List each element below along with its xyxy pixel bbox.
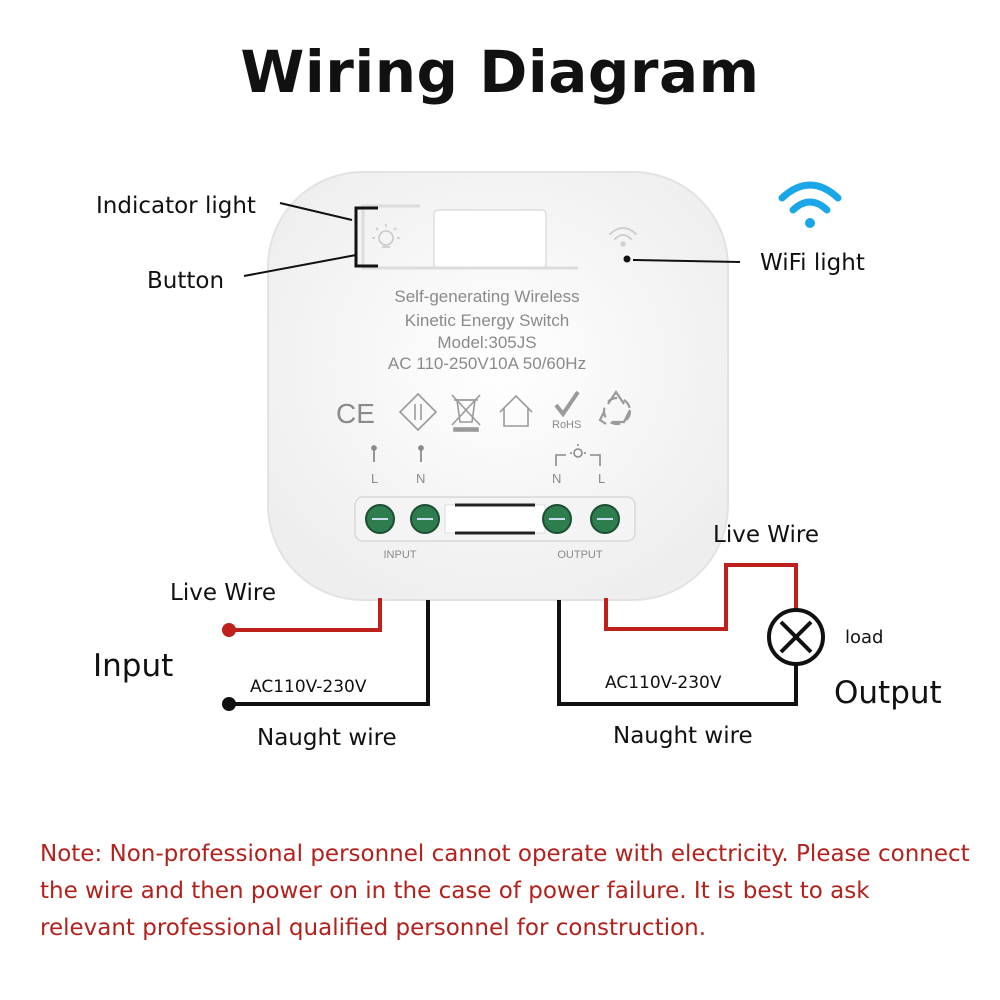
switch-device-body xyxy=(267,171,729,601)
output-live-wire xyxy=(604,563,798,631)
terminal-output-n-label: N xyxy=(552,471,561,486)
svg-text:RoHS: RoHS xyxy=(552,419,581,431)
input-label: Input xyxy=(93,648,173,684)
indicator-leader-line xyxy=(279,202,353,221)
output-neutral-wire xyxy=(557,600,798,706)
load-label: load xyxy=(845,627,883,648)
input-live-terminal-dot xyxy=(222,623,236,637)
button-leader-line xyxy=(243,254,357,277)
class2-insulation-icon xyxy=(398,392,438,432)
terminal-output-l-label: L xyxy=(598,471,605,486)
output-neutral-wire-label: Naught wire xyxy=(613,723,753,749)
terminal-input-n-label: N xyxy=(416,471,425,486)
safety-note: Note: Non-professional personnel cannot … xyxy=(40,841,970,941)
device-wifi-icon xyxy=(609,227,637,247)
button-label: Button xyxy=(147,268,224,294)
input-voltage-label: AC110V-230V xyxy=(250,677,367,697)
terminal-input-l-label: L xyxy=(371,471,378,486)
indicator-bracket xyxy=(354,206,378,268)
input-neutral-terminal-dot xyxy=(222,697,236,711)
indicator-light-icon xyxy=(372,224,400,248)
terminal-divider xyxy=(444,504,546,534)
device-text-line2: Kinetic Energy Switch xyxy=(405,311,569,330)
recycle-icon xyxy=(598,390,632,426)
input-live-wire-label: Live Wire xyxy=(170,580,276,606)
input-neutral-wire-label: Naught wire xyxy=(257,725,397,751)
wifi-leader-line xyxy=(632,259,741,263)
output-label: Output xyxy=(834,675,942,711)
wifi-light-dot xyxy=(623,255,631,263)
terminal-arrows xyxy=(371,445,424,462)
output-live-wire-label: Live Wire xyxy=(713,522,819,548)
terminal-output-label: OUTPUT xyxy=(557,549,603,561)
wifi-light-label: WiFi light xyxy=(760,250,865,276)
weee-bin-icon xyxy=(451,394,481,432)
device-text-line4: AC 110-250V10A 50/60Hz xyxy=(388,354,586,373)
rohs-icon: RoHS xyxy=(552,390,581,431)
device-text-line1: Self-generating Wireless xyxy=(394,287,579,306)
input-neutral-wire xyxy=(229,600,430,706)
wifi-icon xyxy=(778,181,842,228)
indoor-use-icon xyxy=(499,394,533,427)
switch-button[interactable] xyxy=(433,209,547,269)
load-lamp-icon xyxy=(767,608,825,666)
output-voltage-label: AC110V-230V xyxy=(605,673,722,693)
terminal-input-label: INPUT xyxy=(384,549,417,561)
ce-mark-icon: CE xyxy=(336,398,375,429)
page-title: Wiring Diagram xyxy=(240,38,760,106)
input-live-wire xyxy=(229,598,382,632)
device-text-line3: Model:305JS xyxy=(437,333,536,352)
terminal-screws xyxy=(365,504,620,534)
output-bracket-icon xyxy=(555,444,601,466)
indicator-light-label: Indicator light xyxy=(96,193,256,219)
button-frame-line xyxy=(361,204,578,270)
